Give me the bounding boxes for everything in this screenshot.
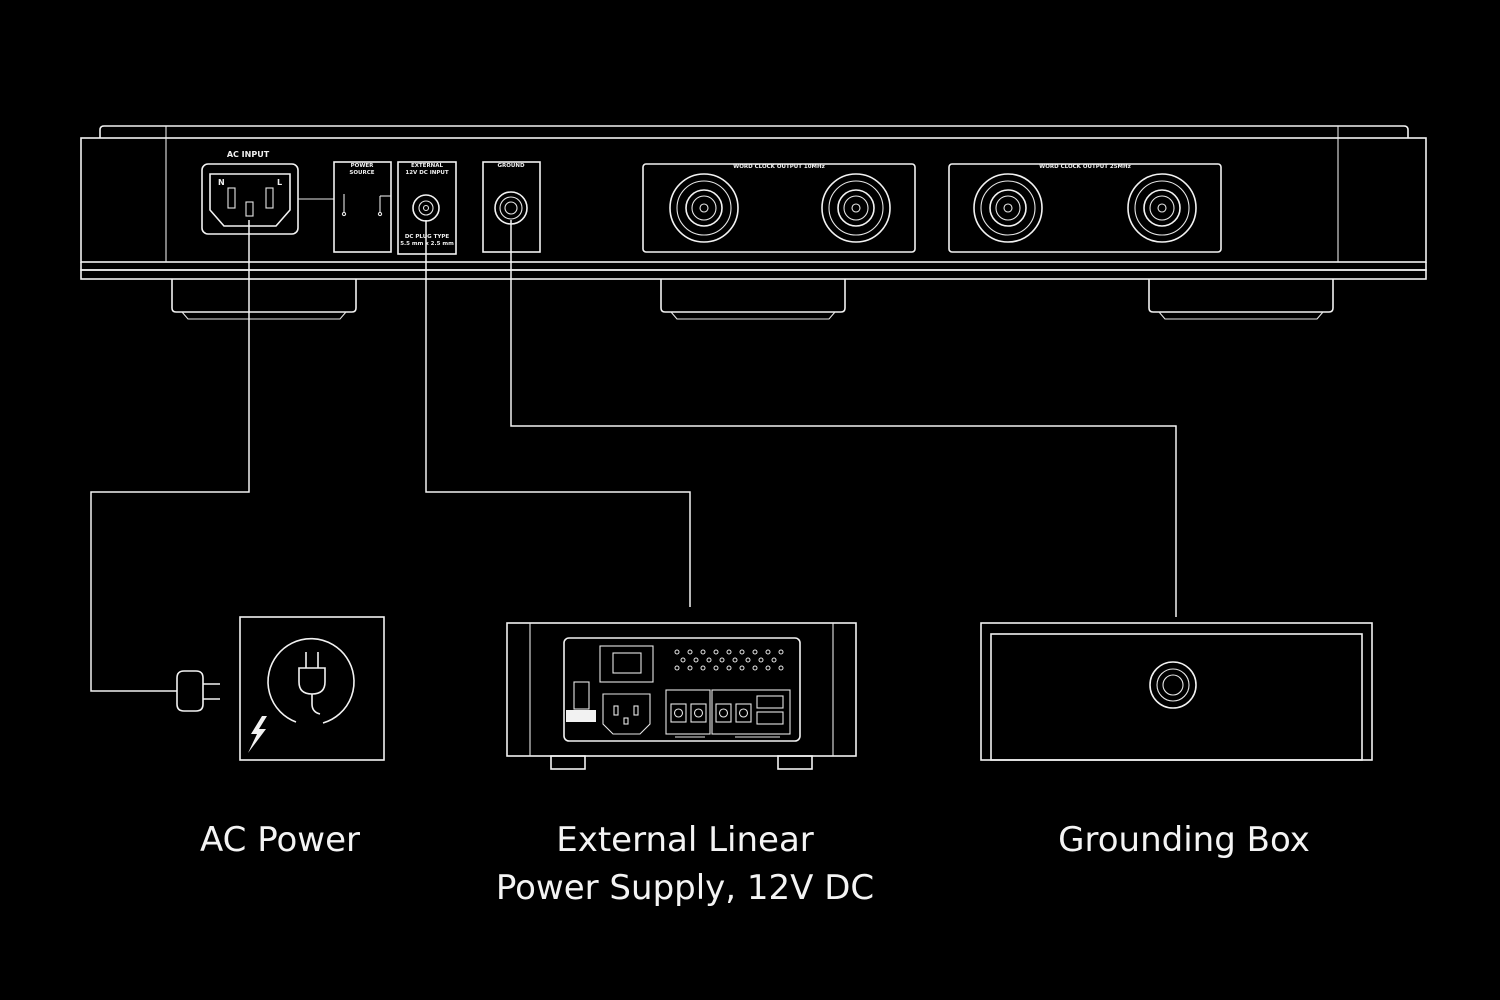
- external-input-label-2: 12V DC INPUT: [405, 170, 448, 176]
- caption-linear-psu-line1: External Linear: [556, 820, 814, 860]
- word-clock-a-label: WORD CLOCK OUTPUT 10MHz: [733, 164, 825, 170]
- external-dc-input: EXTERNAL 12V DC INPUT DC PLUG TYPE 5.5 m…: [397, 161, 457, 255]
- external-input-label-1: EXTERNAL: [411, 163, 444, 169]
- iec-inlet: N L: [201, 163, 299, 235]
- bnc-connector-1: [669, 173, 739, 243]
- iec-pin-l-label: L: [277, 178, 282, 187]
- bnc-connector-3: [973, 173, 1043, 243]
- ac-plug-icon: [176, 670, 220, 712]
- grounding-box-terminal: [1149, 661, 1197, 709]
- device-foot-right: [1148, 279, 1334, 320]
- caption-linear-psu-line2: Power Supply, 12V DC: [495, 868, 875, 908]
- lightning-bolt-icon: [248, 716, 267, 753]
- linear-psu-unit: [506, 622, 857, 770]
- ground-label: GROUND: [497, 163, 524, 169]
- power-source-label-1: POWER: [351, 163, 375, 169]
- ac-input-label: AC INPUT: [227, 150, 270, 159]
- bnc-connector-2: [821, 173, 891, 243]
- bnc-connector-4: [1127, 173, 1197, 243]
- power-source-label-2: SOURCE: [349, 170, 374, 176]
- dc-power-wire: [425, 220, 691, 607]
- wall-outlet-icon: [239, 616, 385, 761]
- device-foot-center: [660, 279, 846, 320]
- device-rear-panel: AC INPUT N L POWER SOURCE EXTERNAL 12V: [80, 125, 1427, 320]
- grounding-box-unit: [980, 622, 1373, 761]
- dc-plug-label-2: 5.5 mm x 2.5 mm: [400, 241, 454, 247]
- power-source-switch: POWER SOURCE: [333, 161, 392, 253]
- word-clock-b-label: WORD CLOCK OUTPUT 25MHz: [1039, 164, 1131, 170]
- device-foot-left: [171, 279, 357, 320]
- caption-grounding-box: Grounding Box: [1058, 820, 1310, 860]
- iec-pin-n-label: N: [218, 178, 225, 187]
- caption-linear-psu: External Linear Power Supply, 12V DC: [480, 816, 890, 912]
- word-clock-output-10mhz: WORD CLOCK OUTPUT 10MHz: [642, 163, 916, 253]
- ac-power-wire: [90, 220, 250, 692]
- word-clock-output-25mhz: WORD CLOCK OUTPUT 25MHz: [948, 163, 1222, 253]
- ground-wire: [510, 220, 1177, 617]
- dc-plug-label-1: DC PLUG TYPE: [405, 234, 450, 240]
- caption-ac-power: AC Power: [199, 820, 360, 860]
